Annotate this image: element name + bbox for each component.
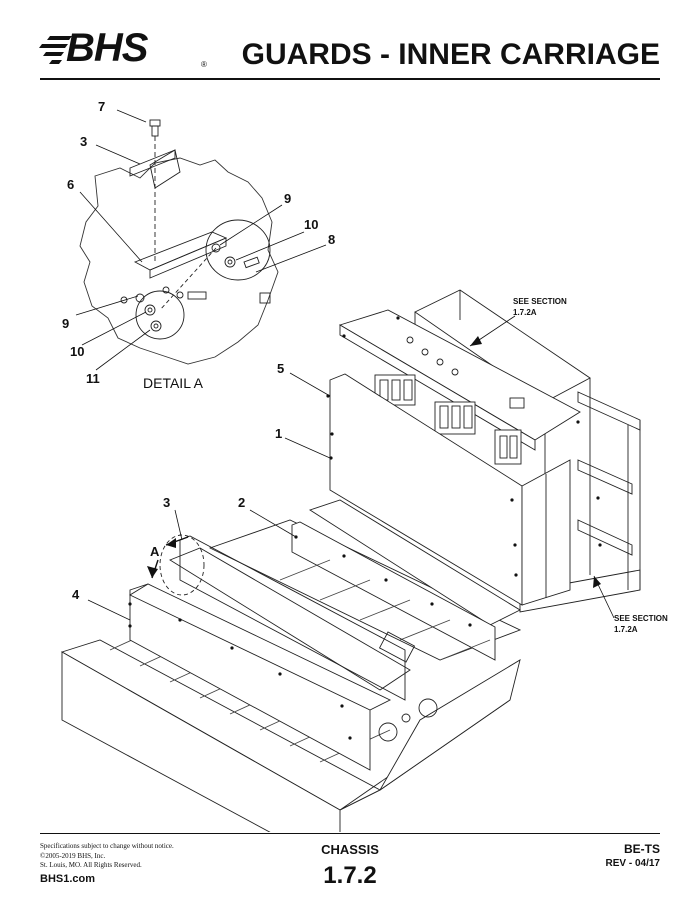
callout-2: 2 (238, 495, 245, 510)
header-rule (40, 78, 660, 80)
callout-7: 7 (98, 99, 105, 114)
exploded-view-drawing: 7 3 6 9 10 8 9 10 11 DETAIL A (60, 99, 668, 832)
see-section-right-line1: SEE SECTION (614, 614, 668, 623)
model-code: BE-TS (624, 842, 660, 856)
see-section-top-line2: 1.7.2A (513, 308, 537, 317)
section-name: CHASSIS (321, 842, 379, 857)
callout-6: 6 (67, 177, 74, 192)
see-section-right-line2: 1.7.2A (614, 625, 638, 634)
detail-a-label: DETAIL A (143, 375, 204, 391)
detail-a-leaders (75, 109, 327, 371)
section-number: 1.7.2 (323, 862, 377, 889)
inner-carriage-assembly (60, 289, 641, 832)
see-section-top-line1: SEE SECTION (513, 297, 567, 306)
callout-9-lower: 9 (62, 316, 69, 331)
bhs-logo (39, 36, 72, 64)
copyright-line: ©2005-2019 BHS, Inc. (40, 851, 106, 860)
callout-10-lower: 10 (70, 344, 84, 359)
disclaimer-line: Specifications subject to change without… (40, 842, 174, 850)
callout-10-upper: 10 (304, 217, 318, 232)
callout-9-upper: 9 (284, 191, 291, 206)
footer-disclaimer: Specifications subject to change without… (40, 842, 174, 871)
detail-a-view (79, 119, 279, 365)
footer-rule (40, 833, 660, 834)
callout-8: 8 (328, 232, 335, 247)
logo-text: BHS (66, 26, 148, 70)
callout-detail-a-ref: A (150, 544, 160, 559)
callout-3-assembly: 3 (163, 495, 170, 510)
callout-11: 11 (86, 371, 100, 386)
revision-label: REV - 04/17 (605, 858, 660, 869)
callout-5: 5 (277, 361, 284, 376)
callout-1: 1 (275, 426, 282, 441)
callout-3-detail: 3 (80, 134, 87, 149)
page-title: GUARDS - INNER CARRIAGE (241, 38, 660, 71)
rights-line: St. Louis, MO. All Rights Reserved. (40, 861, 142, 869)
logo-registered-mark: ® (201, 60, 207, 69)
footer-website: BHS1.com (40, 873, 96, 885)
callout-4: 4 (72, 587, 80, 602)
